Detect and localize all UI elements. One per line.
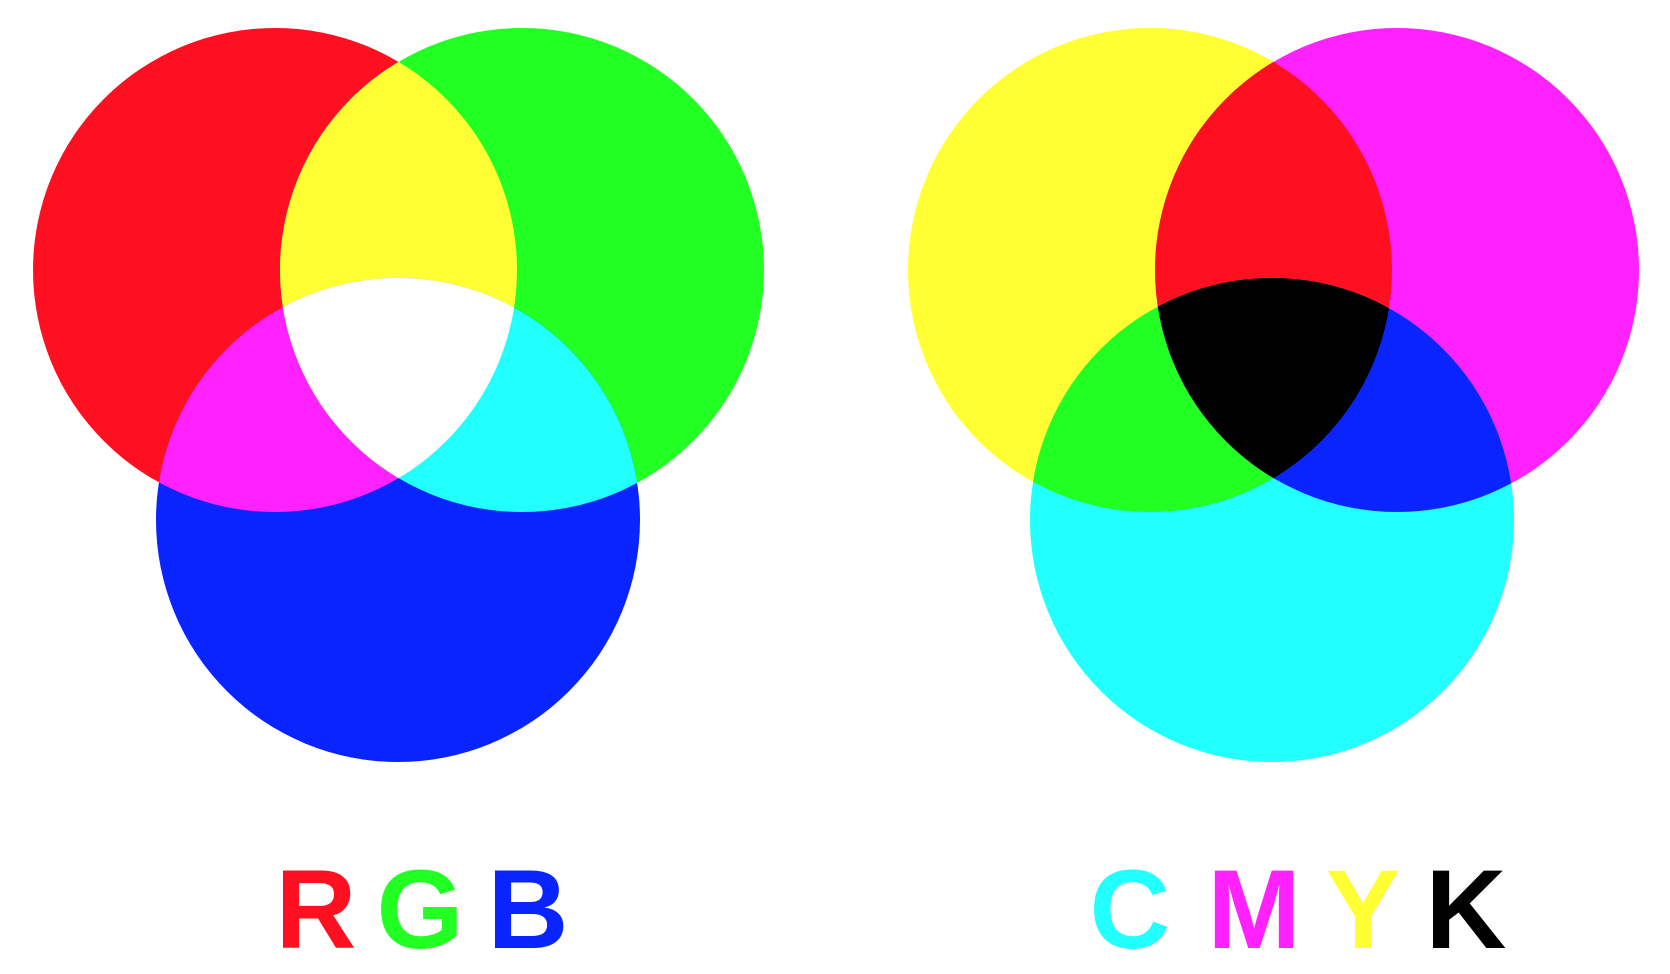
cmyk-label-c: C	[1090, 847, 1171, 972]
cmyk-label-k: K	[1426, 847, 1507, 972]
rgb-label: R G B	[276, 847, 569, 972]
cmyk-label-y: Y	[1326, 847, 1401, 972]
cmyk-label-m: M	[1207, 847, 1300, 972]
rgb-green-blue-overlap	[280, 278, 640, 512]
rgb-label-r: R	[276, 847, 357, 972]
rgb-red-blue-overlap	[156, 278, 517, 512]
rgb-label-g: G	[376, 847, 463, 972]
cmyk-label: C M Y K	[1090, 847, 1507, 972]
cmyk-diagram	[908, 28, 1639, 762]
rgb-diagram	[33, 28, 764, 762]
cmyk-yellow-cyan-overlap	[1030, 278, 1392, 512]
rgb-label-b: B	[488, 847, 569, 972]
cmyk-magenta-cyan-overlap	[1155, 278, 1514, 512]
